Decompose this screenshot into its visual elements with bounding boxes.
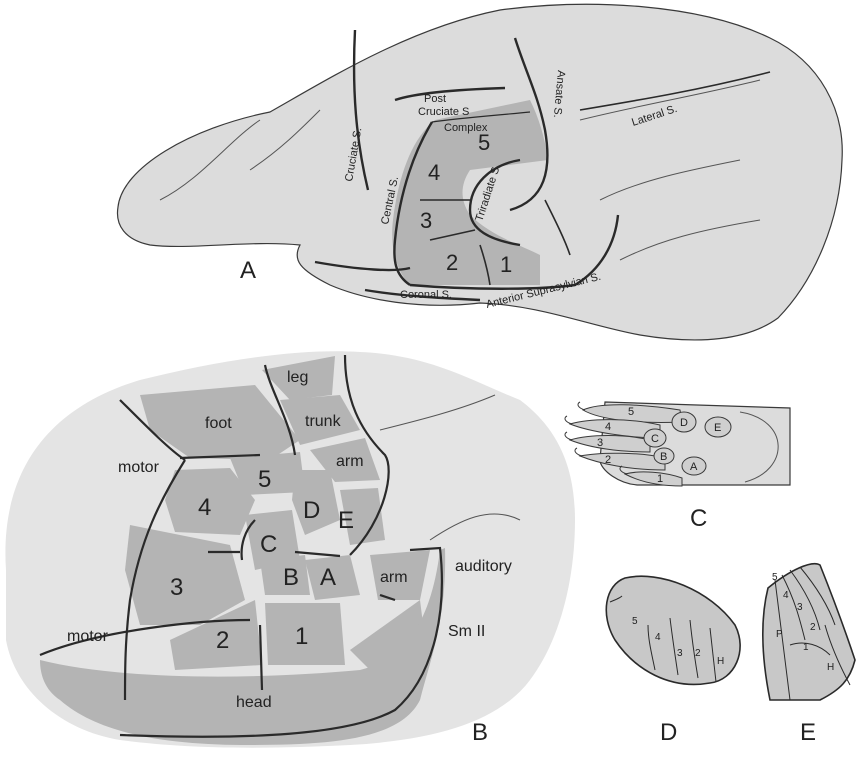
label-foot: foot — [205, 415, 232, 432]
region-3: 3 — [420, 208, 432, 233]
area-label-3: 3 — [170, 574, 183, 601]
panel-letter-b: B — [472, 719, 488, 746]
area-label-2: 2 — [216, 627, 229, 654]
claw — [565, 416, 572, 424]
area-label-4: 4 — [198, 494, 211, 521]
pad-map-d — [606, 576, 740, 684]
pad-label-A: A — [690, 461, 698, 473]
panel-a: Cruciate S. Post Cruciate S Complex Cent… — [117, 4, 842, 340]
region-1: 1 — [500, 252, 512, 277]
e-label-5: 5 — [772, 572, 778, 583]
digit-label-5: 5 — [628, 406, 634, 418]
region-4: 4 — [428, 160, 440, 185]
area-label-D: D — [303, 497, 320, 524]
claw — [578, 402, 585, 410]
area-label-5: 5 — [258, 466, 271, 493]
e-label-4: 4 — [783, 590, 789, 601]
e-label-P: P — [776, 629, 783, 640]
label-motor-upper: motor — [118, 459, 160, 476]
panel-letter-e: E — [800, 719, 816, 746]
area-label-C: C — [260, 531, 277, 558]
label-arm-upper: arm — [336, 453, 364, 470]
d-label-5: 5 — [632, 616, 638, 627]
area-label-B: B — [283, 564, 299, 591]
panel-letter-d: D — [660, 719, 677, 746]
label-head: head — [236, 694, 272, 711]
panel-letter-c: C — [690, 505, 707, 532]
digit-label-4: 4 — [605, 421, 611, 433]
panel-d: 5 4 3 2 H D — [606, 576, 740, 746]
label-post-cruciate-s-2: Cruciate S — [418, 106, 469, 118]
label-motor-lower: motor — [67, 628, 109, 645]
label-sm2: Sm II — [448, 623, 485, 640]
claw — [575, 448, 582, 456]
label-auditory: auditory — [455, 558, 512, 575]
d-label-4: 4 — [655, 632, 661, 643]
pad-label-C: C — [651, 433, 659, 445]
panel-c: 5 4 3 2 1 D E C B A C — [565, 402, 790, 532]
digit-label-1: 1 — [657, 473, 663, 485]
e-label-H: H — [827, 662, 834, 673]
digit-2 — [580, 453, 665, 470]
digit-label-2: 2 — [605, 454, 611, 466]
e-label-2: 2 — [810, 622, 816, 633]
e-label-1: 1 — [803, 642, 809, 653]
label-trunk: trunk — [305, 413, 342, 430]
label-arm-lower: arm — [380, 569, 408, 586]
area-label-E: E — [338, 507, 354, 534]
e-label-3: 3 — [797, 602, 803, 613]
digit-label-3: 3 — [597, 437, 603, 449]
panel-letter-a: A — [240, 257, 256, 284]
pad-label-D: D — [680, 417, 688, 429]
area-label-A: A — [320, 564, 336, 591]
panel-b: leg foot trunk arm motor motor arm audit… — [5, 351, 575, 747]
region-5: 5 — [478, 130, 490, 155]
d-label-3: 3 — [677, 648, 683, 659]
area-label-1: 1 — [295, 623, 308, 650]
label-post-cruciate-s-1: Post — [424, 93, 446, 105]
d-label-H: H — [717, 656, 724, 667]
digit-3 — [570, 436, 650, 453]
label-coronal-s: Coronal S. — [400, 289, 452, 301]
label-leg: leg — [287, 369, 308, 386]
pad-label-E: E — [714, 422, 721, 434]
claw — [565, 432, 572, 440]
d-label-2: 2 — [695, 648, 701, 659]
panel-e: 5 4 3 2 1 P H E — [763, 564, 855, 746]
region-2: 2 — [446, 250, 458, 275]
pad-label-B: B — [660, 451, 667, 463]
